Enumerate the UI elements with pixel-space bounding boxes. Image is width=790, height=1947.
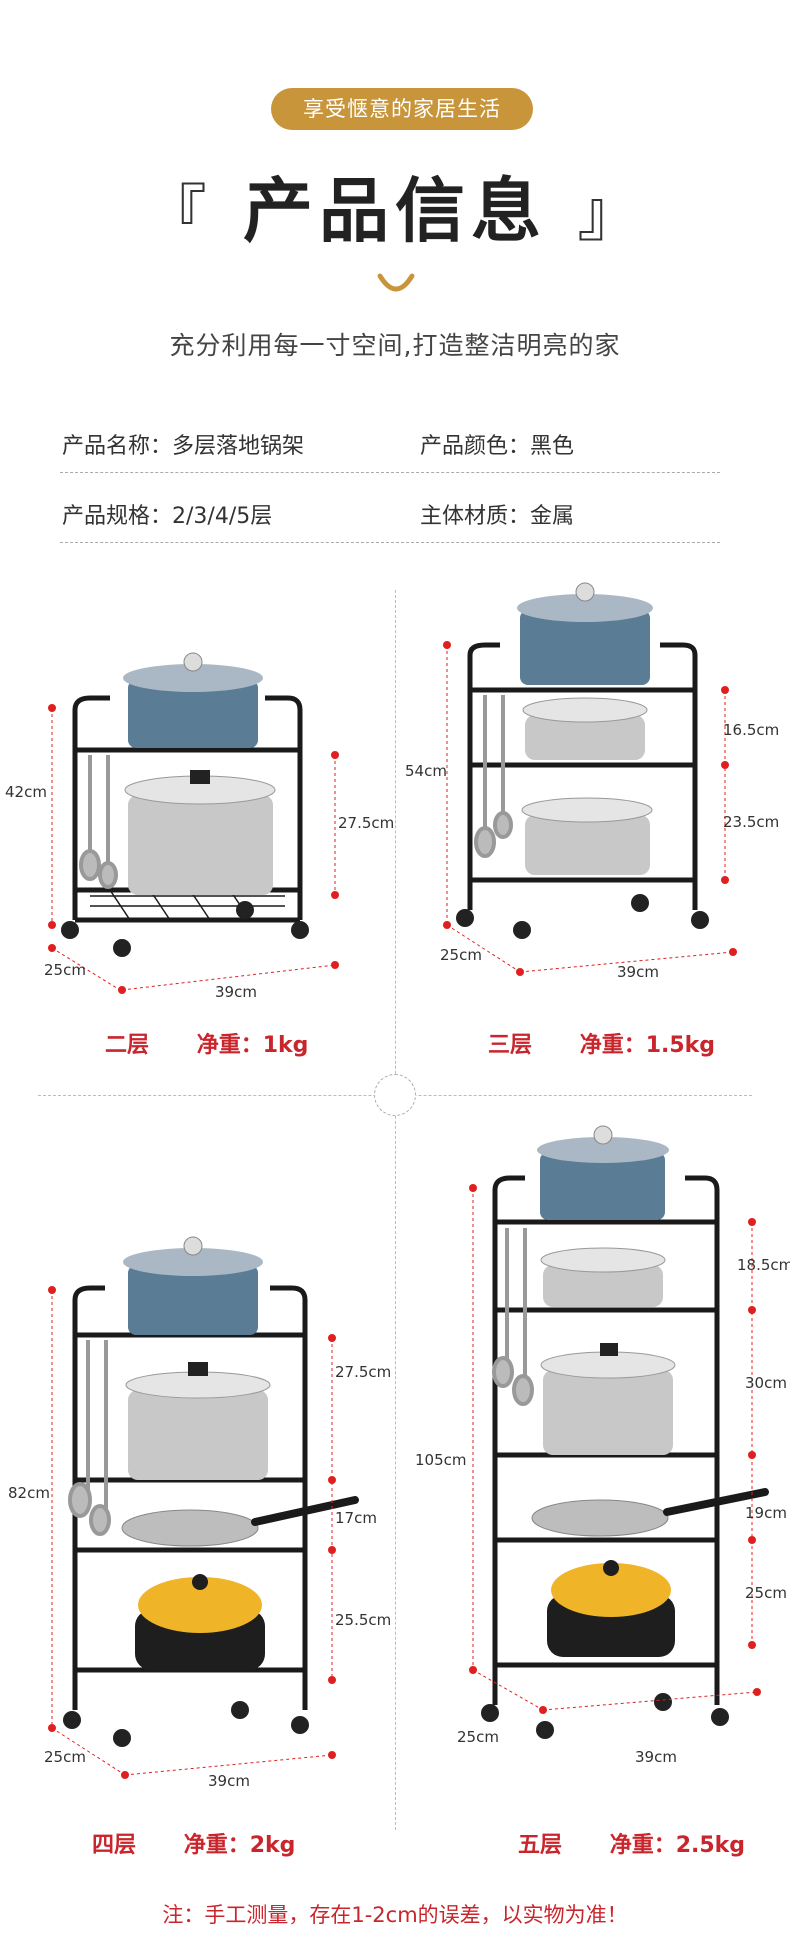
dim-height: 54cm	[405, 762, 447, 780]
weight-label: 净重：	[609, 1833, 676, 1858]
info-key: 产品颜色：	[420, 434, 531, 459]
dim-height: 82cm	[8, 1484, 50, 1502]
info-key: 产品名称：	[62, 434, 173, 459]
title-text: 产品信息	[243, 170, 547, 252]
tier-label: 五层	[518, 1833, 563, 1858]
dim-h4: 25cm	[745, 1584, 787, 1602]
rack-3-tier-illustration: 54cm 16.5cm 23.5cm 25cm 39cm	[405, 582, 779, 981]
caption-2-tier: 二层 净重：1kg	[105, 1027, 308, 1059]
title-right-bracket: 』	[577, 177, 646, 250]
dim-depth: 25cm	[457, 1728, 499, 1746]
tier-label: 二层	[105, 1033, 150, 1058]
weight-label: 净重：	[579, 1033, 646, 1058]
vertical-divider	[395, 590, 396, 1830]
smile-decoration-icon	[377, 273, 415, 292]
weight-value: 1kg	[262, 1033, 309, 1058]
tier-label: 四层	[92, 1833, 137, 1858]
caption-5-tier: 五层 净重：2.5kg	[518, 1827, 745, 1859]
dim-height: 42cm	[5, 783, 47, 801]
dim-height: 105cm	[415, 1451, 467, 1469]
measurement-note: 注：手工测量，存在1-2cm的误差，以实物为准！	[162, 1903, 628, 1927]
title-left-bracket: 『	[144, 177, 213, 250]
info-material: 主体材质：金属	[420, 498, 574, 530]
center-circle	[374, 1074, 416, 1116]
info-value: 多层落地锅架	[172, 434, 305, 459]
dim-depth: 25cm	[44, 961, 86, 979]
dim-width: 39cm	[617, 963, 659, 981]
caption-3-tier: 三层 净重：1.5kg	[488, 1027, 715, 1059]
info-key: 产品规格：	[62, 504, 173, 529]
info-product-spec: 产品规格：2/3/4/5层	[62, 498, 272, 530]
weight-value: 2kg	[249, 1833, 296, 1858]
dim-width: 39cm	[208, 1772, 250, 1790]
info-product-name: 产品名称：多层落地锅架	[62, 428, 304, 460]
tier-label: 三层	[488, 1033, 533, 1058]
dim-depth: 25cm	[440, 946, 482, 964]
info-value: 黑色	[530, 434, 575, 459]
dim-h2: 23.5cm	[723, 813, 779, 831]
dim-h3: 25.5cm	[335, 1611, 391, 1629]
divider	[60, 472, 720, 473]
dim-h1: 27.5cm	[335, 1363, 391, 1381]
weight-value: 1.5kg	[645, 1033, 716, 1058]
dim-h1: 27.5cm	[338, 814, 394, 832]
page-subtitle: 充分利用每一寸空间,打造整洁明亮的家	[169, 331, 621, 360]
weight-label: 净重：	[183, 1833, 250, 1858]
info-value: 金属	[530, 504, 575, 529]
dim-h1: 18.5cm	[737, 1256, 790, 1274]
info-key: 主体材质：	[420, 504, 531, 529]
weight-value: 2.5kg	[675, 1833, 746, 1858]
dim-depth: 25cm	[44, 1748, 86, 1766]
dim-h3: 19cm	[745, 1504, 787, 1522]
page-title: 『 产品信息 』	[0, 155, 790, 256]
dim-h2: 17cm	[335, 1509, 377, 1527]
weight-label: 净重：	[196, 1033, 263, 1058]
slogan-badge: 享受惬意的家居生活	[271, 88, 533, 130]
dim-width: 39cm	[215, 983, 257, 1001]
caption-4-tier: 四层 净重：2kg	[92, 1827, 295, 1859]
dim-h2: 30cm	[745, 1374, 787, 1392]
rack-4-tier-illustration: 82cm 27.5cm 17cm 25.5cm 25cm 39cm	[8, 1236, 391, 1790]
dim-width: 39cm	[635, 1748, 677, 1766]
divider	[60, 542, 720, 543]
dim-h1: 16.5cm	[723, 721, 779, 739]
info-value: 2/3/4/5层	[172, 504, 273, 529]
info-product-color: 产品颜色：黑色	[420, 428, 574, 460]
rack-2-tier-illustration: 42cm 27.5cm 25cm 39cm	[5, 652, 394, 1001]
rack-5-tier-illustration: 105cm 18.5cm 30cm 19cm 25cm 25cm 39cm	[415, 1125, 790, 1766]
